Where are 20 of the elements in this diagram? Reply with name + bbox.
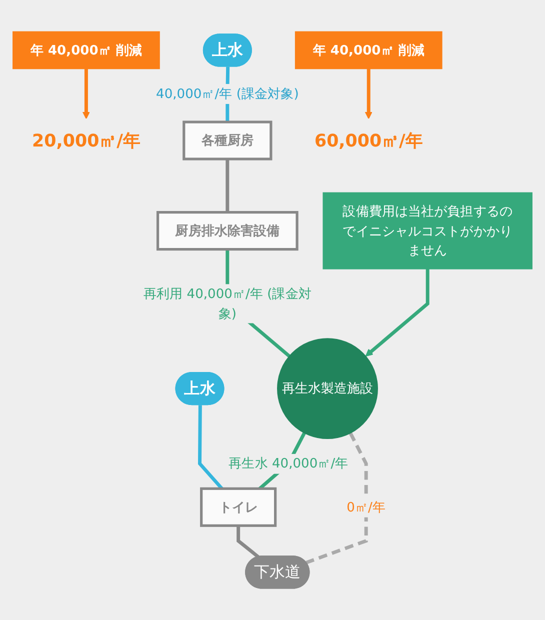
node-box: 各種厨房 bbox=[182, 120, 272, 160]
arrow bbox=[82, 68, 90, 120]
connector bbox=[306, 432, 368, 564]
node-text: 60,000㎥/年 bbox=[314, 130, 423, 151]
node-box: 厨房排水除害設備 bbox=[156, 211, 298, 251]
connector bbox=[226, 159, 230, 212]
arrow bbox=[364, 68, 372, 120]
edge-label: 再生水 40,000㎡/年 bbox=[228, 456, 348, 472]
node-box: 年 40,000㎡ 削減 bbox=[294, 31, 442, 70]
node-circle: 再生水製造施設 bbox=[277, 338, 378, 440]
node-box: トイレ bbox=[200, 487, 277, 527]
node-text: 20,000㎥/年 bbox=[32, 130, 140, 151]
edge-label: 再利用 40,000㎡/年 (課金対象) bbox=[143, 286, 312, 322]
node-box: 年 40,000㎡ 削減 bbox=[12, 31, 160, 70]
connector bbox=[236, 526, 260, 558]
connector bbox=[198, 405, 224, 490]
edge-label: 0㎡/年 bbox=[346, 499, 386, 515]
node-box: 設備費用は当社が負担するのでイニシャルコストがかかりません bbox=[322, 192, 532, 270]
arrow bbox=[365, 268, 430, 357]
edge-label: 40,000㎡/年 (課金対象) bbox=[156, 86, 299, 102]
